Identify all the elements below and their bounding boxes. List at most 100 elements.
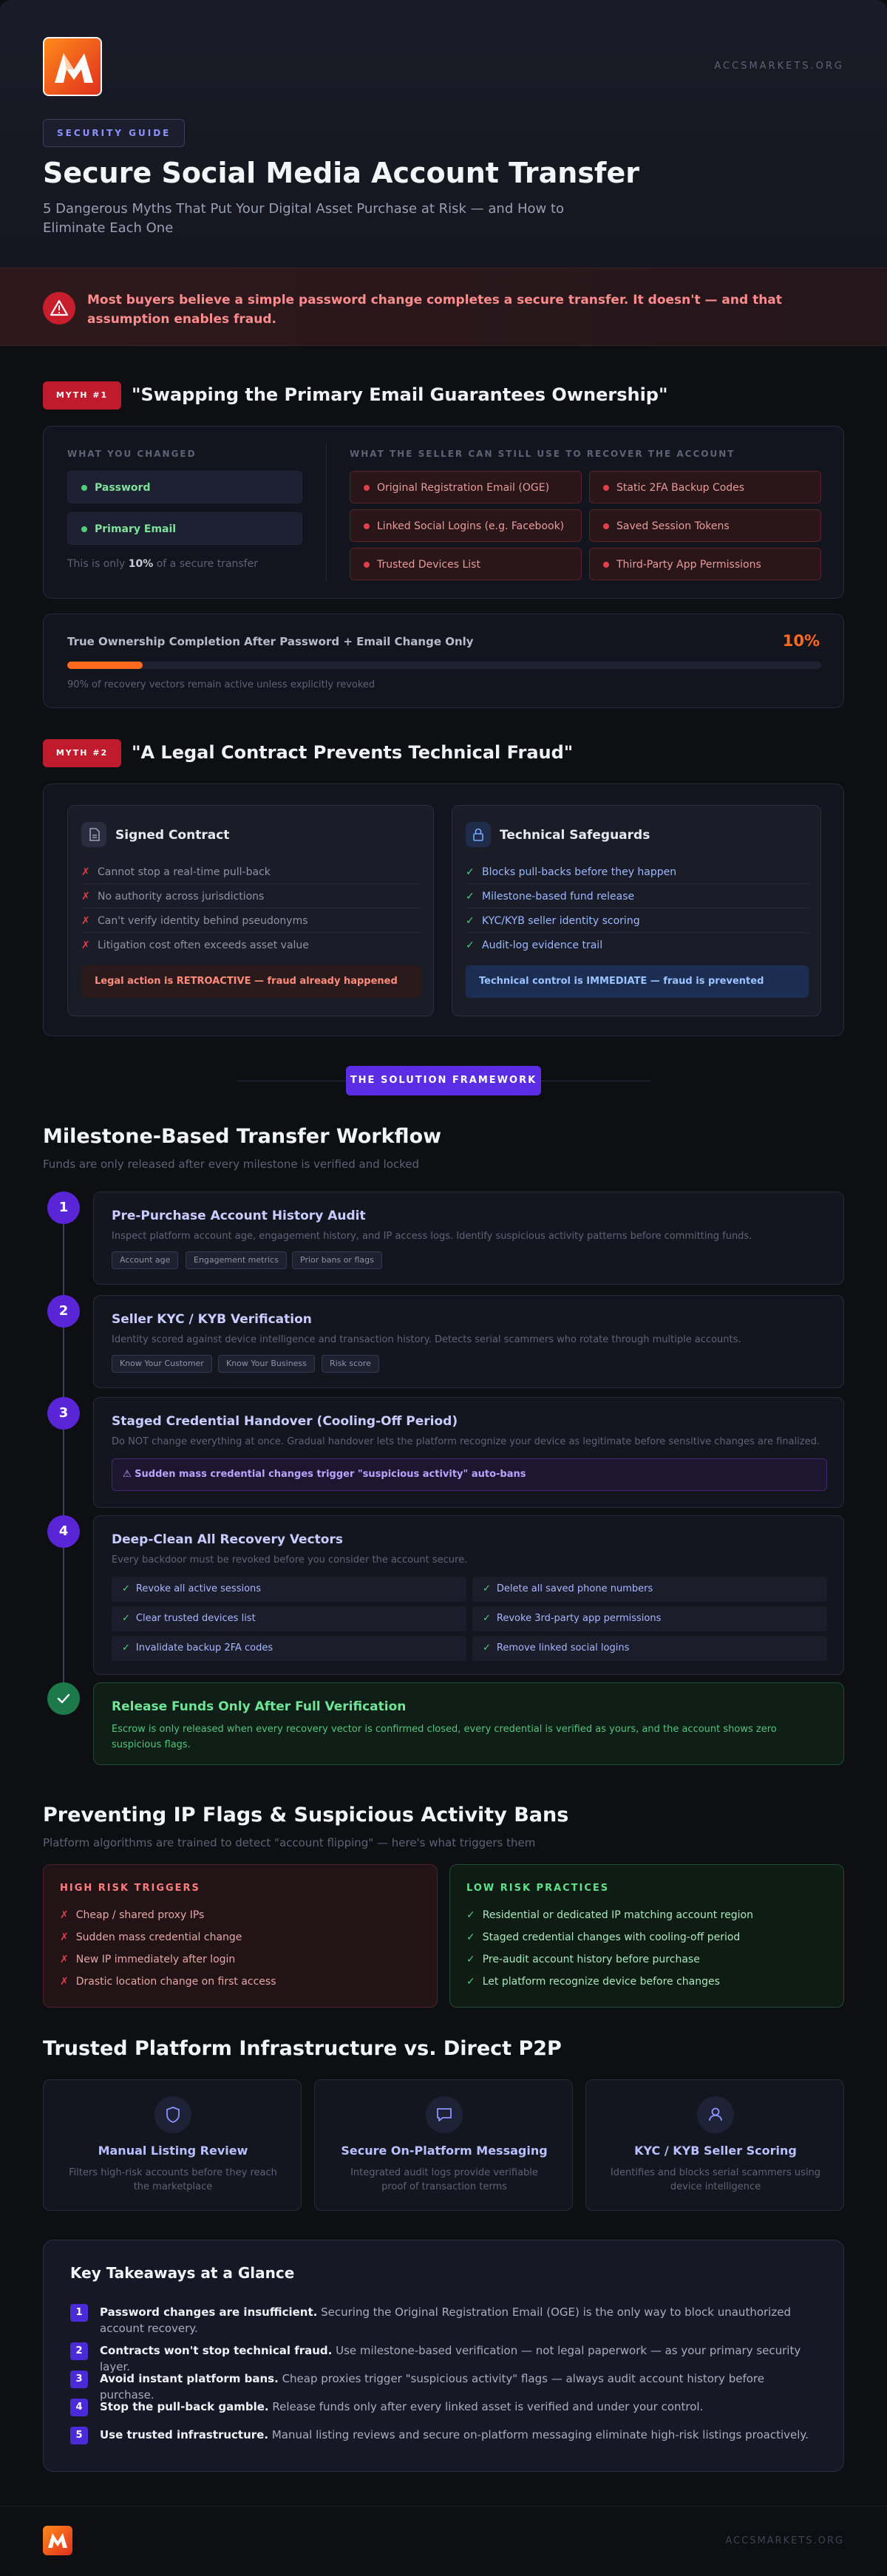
lock-icon [466,822,491,847]
workflow-title: Milestone-Based Transfer Workflow [43,1125,442,1148]
step-desc: Every backdoor must be revoked before yo… [112,1554,468,1566]
infra-card-listing-review: Manual Listing Review Filters high-risk … [43,2079,302,2211]
header: ACCSMARKETS.ORG SECURITY GUIDE Secure So… [0,0,887,268]
low-risk-label: LOW RISK PRACTICES [466,1883,610,1894]
step-number: 2 [47,1295,80,1328]
takeaway-text: Stop the pull-back gamble. Release funds… [100,2400,704,2413]
low-risk-item: ✓Staged credential changes with cooling-… [466,1931,741,1943]
step-number: 3 [47,1397,80,1430]
signed-contract-title: Signed Contract [115,828,230,843]
contract-item: ✗Cannot stop a real-time pull-back [81,860,421,884]
document-icon [81,822,106,847]
tech-item: ✓Blocks pull-backs before they happen [466,860,809,884]
site-name: ACCSMARKETS.ORG [714,61,844,72]
seller-vector: Trusted Devices List [350,548,582,580]
chat-icon [426,2096,463,2133]
step-final-check-icon [47,1682,80,1715]
takeaway-text: Use trusted infrastructure. Manual listi… [100,2428,809,2441]
recovery-check: ✓Clear trusted devices list [112,1606,466,1631]
takeaway-number: 5 [70,2427,88,2444]
step-tag: Account age [112,1251,179,1269]
infra-card-kyc-scoring: KYC / KYB Seller Scoring Identifies and … [585,2079,844,2211]
takeaway-text: Avoid instant platform bans. Cheap proxi… [100,2372,764,2402]
seller-vector: Original Registration Email (OGE) [350,471,582,503]
tech-item: ✓Audit-log evidence trail [466,939,603,951]
seller-vector: Third-Party App Permissions [589,548,821,580]
step-title: Staged Credential Handover (Cooling-Off … [112,1414,458,1429]
infra-card-title: Manual Listing Review [98,2144,248,2158]
progress-label: True Ownership Completion After Password… [67,635,474,648]
seller-label: WHAT THE SELLER CAN STILL USE TO RECOVER… [350,449,735,459]
footer-site-name[interactable]: ACCSMARKETS.ORG [725,2535,844,2546]
user-icon [697,2096,734,2133]
infra-card-title: KYC / KYB Seller Scoring [634,2144,797,2158]
takeaway-number: 2 [70,2342,88,2360]
key-takeaways-card: Key Takeaways at a Glance 1 Password cha… [43,2240,844,2472]
infra-card-desc: Integrated audit logs provide verifiable… [350,2167,538,2192]
step-card-release-funds: Release Funds Only After Full Verificati… [93,1682,844,1765]
myth-2-card: Signed Contract ✗Cannot stop a real-time… [43,784,844,1036]
high-risk-item: ✗Drastic location change on first access [60,1976,276,1988]
infrastructure-title: Trusted Platform Infrastructure vs. Dire… [43,2037,562,2060]
myth-2-badge: MYTH #2 [43,739,121,767]
myth-1-badge: MYTH #1 [43,381,121,409]
step-tag: Risk score [322,1355,379,1373]
ip-flags-title: Preventing IP Flags & Suspicious Activit… [43,1804,569,1826]
key-takeaways-title: Key Takeaways at a Glance [70,2264,295,2282]
shield-icon [154,2096,191,2133]
security-guide-badge: SECURITY GUIDE [43,119,186,147]
progress-fill [67,662,143,669]
step-card-deep-clean: Deep-Clean All Recovery Vectors Every ba… [93,1515,844,1675]
takeaway-text: Contracts won't stop technical fraud. Us… [100,2344,801,2373]
tech-item: ✓KYC/KYB seller identity scoring [466,909,809,933]
recovery-check: ✓Revoke all active sessions [112,1577,466,1602]
step-title: Pre-Purchase Account History Audit [112,1209,366,1223]
signed-contract-column: Signed Contract ✗Cannot stop a real-time… [67,805,434,1016]
step-desc: Do NOT change everything at once. Gradua… [112,1436,820,1447]
low-risk-item: ✓Residential or dedicated IP matching ac… [466,1909,753,1921]
contract-item: ✗No authority across jurisdictions [81,885,421,908]
tech-note: Technical control is IMMEDIATE — fraud i… [466,965,809,998]
high-risk-item: ✗Cheap / shared proxy IPs [60,1909,205,1921]
technical-safeguards-title: Technical Safeguards [500,828,650,843]
seller-vector: Saved Session Tokens [589,509,821,542]
technical-safeguards-column: Technical Safeguards ✓Blocks pull-backs … [452,805,821,1016]
myth-1-card: WHAT YOU CHANGED Password Primary Email … [43,426,844,599]
step-desc: Escrow is only released when every recov… [112,1724,777,1750]
contract-note: Legal action is RETROACTIVE — fraud alre… [81,965,421,998]
takeaway-number: 3 [70,2371,88,2388]
step-number: 4 [47,1515,80,1548]
high-risk-item: ✗New IP immediately after login [60,1954,236,1965]
ownership-progress-card: True Ownership Completion After Password… [43,614,844,708]
warning-icon [43,292,75,324]
step-desc: Identity scored against device intellige… [112,1334,741,1345]
page-subtitle: 5 Dangerous Myths That Put Your Digital … [43,201,565,236]
changed-item: Primary Email [67,512,302,545]
timeline-line [63,1224,64,1705]
seller-vector: Linked Social Logins (e.g. Facebook) [350,509,582,542]
footer-logo[interactable] [43,2526,72,2555]
takeaway-text: Password changes are insufficient. Secur… [100,2305,791,2335]
high-risk-item: ✗Sudden mass credential change [60,1931,242,1943]
step-number: 1 [47,1192,80,1224]
alert-banner: Most buyers believe a simple password ch… [0,268,887,346]
infra-card-desc: Filters high-risk accounts before they r… [69,2167,277,2192]
contract-item: ✗Can't verify identity behind pseudonyms [81,909,421,933]
myth-2-title: "A Legal Contract Prevents Technical Fra… [132,742,574,763]
contract-item: ✗Litigation cost often exceeds asset val… [81,939,309,951]
takeaway-number: 1 [70,2304,88,2322]
recovery-check: ✓Invalidate backup 2FA codes [112,1636,466,1661]
site-logo[interactable] [43,37,102,96]
recovery-check: ✓Delete all saved phone numbers [472,1577,827,1602]
workflow-subtitle: Funds are only released after every mile… [43,1158,420,1171]
myth-1-title: "Swapping the Primary Email Guarantees O… [132,384,668,405]
step-card-kyc: Seller KYC / KYB Verification Identity s… [93,1295,844,1388]
seller-vector: Static 2FA Backup Codes [589,471,821,503]
recovery-check: ✓Remove linked social logins [472,1636,827,1661]
changed-item: Password [67,471,302,503]
low-risk-item: ✓Let platform recognize device before ch… [466,1976,720,1988]
progress-bar [67,662,821,669]
page-title: Secure Social Media Account Transfer [43,157,639,189]
tech-item: ✓Milestone-based fund release [466,885,809,908]
